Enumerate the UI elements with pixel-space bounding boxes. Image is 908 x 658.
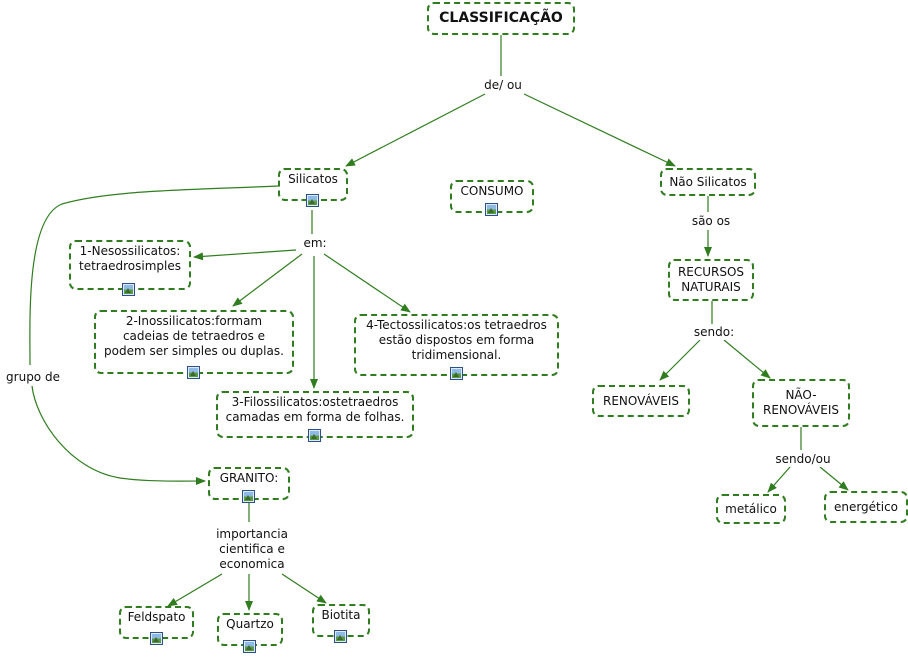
link-label-sendo-ou: sendo/ou xyxy=(768,452,838,467)
link-label-grupo-de: grupo de xyxy=(0,370,66,385)
node-consumo[interactable]: CONSUMO xyxy=(450,180,534,213)
node-recursos-naturais[interactable]: RECURSOS NATURAIS xyxy=(668,259,754,301)
node-consumo-label: CONSUMO xyxy=(460,184,524,198)
node-silicatos[interactable]: Silicatos xyxy=(278,168,348,201)
image-resource-icon[interactable] xyxy=(243,640,256,653)
image-resource-icon[interactable] xyxy=(485,203,498,216)
node-granito-label: GRANITO: xyxy=(219,471,279,485)
node-tectossilicatos[interactable]: 4-Tectossilicatos:os tetraedros estão di… xyxy=(354,314,559,376)
node-metalico[interactable]: metálico xyxy=(716,494,786,524)
image-resource-icon[interactable] xyxy=(122,283,135,296)
node-renovaveis[interactable]: RENOVÁVEIS xyxy=(592,385,690,417)
node-biotita-label: Biotita xyxy=(321,608,361,622)
link-label-sendo: sendo: xyxy=(686,325,742,340)
image-resource-icon[interactable] xyxy=(150,632,163,645)
link-label-importancia: importancia cientifica e economica xyxy=(208,527,296,572)
image-resource-icon[interactable] xyxy=(308,429,321,442)
node-inossilicatos-label: 2-Inossilicatos:formam cadeias de tetrae… xyxy=(104,313,284,358)
node-quartzo-label: Quartzo xyxy=(226,617,274,631)
image-resource-icon[interactable] xyxy=(334,630,347,643)
node-inossilicatos[interactable]: 2-Inossilicatos:formam cadeias de tetrae… xyxy=(94,310,294,374)
node-filossilicatos-label: 3-Filossilicatos:ostetraedros camadas em… xyxy=(225,394,405,424)
node-nesossilicatos-label: 1-Nesossilicatos: tetraedrosimples xyxy=(79,244,181,273)
image-resource-icon[interactable] xyxy=(450,367,463,380)
node-silicatos-label: Silicatos xyxy=(288,172,338,186)
node-nao-renovaveis[interactable]: NÃO- RENOVÁVEIS xyxy=(752,379,850,427)
image-resource-icon[interactable] xyxy=(187,366,200,379)
link-label-sao-os: são os xyxy=(684,214,738,229)
node-classificacao[interactable]: CLASSIFICAÇÃO xyxy=(427,2,575,35)
link-label-de-ou: de/ ou xyxy=(478,78,528,93)
link-label-em: em: xyxy=(297,236,333,251)
node-nao-silicatos[interactable]: Não Silicatos xyxy=(660,168,756,196)
node-tectossilicatos-label: 4-Tectossilicatos:os tetraedros estão di… xyxy=(366,317,547,362)
image-resource-icon[interactable] xyxy=(242,490,255,503)
image-resource-icon[interactable] xyxy=(306,194,319,207)
node-energetico[interactable]: energético xyxy=(824,491,908,523)
node-feldspato-label: Feldspato xyxy=(127,610,186,624)
